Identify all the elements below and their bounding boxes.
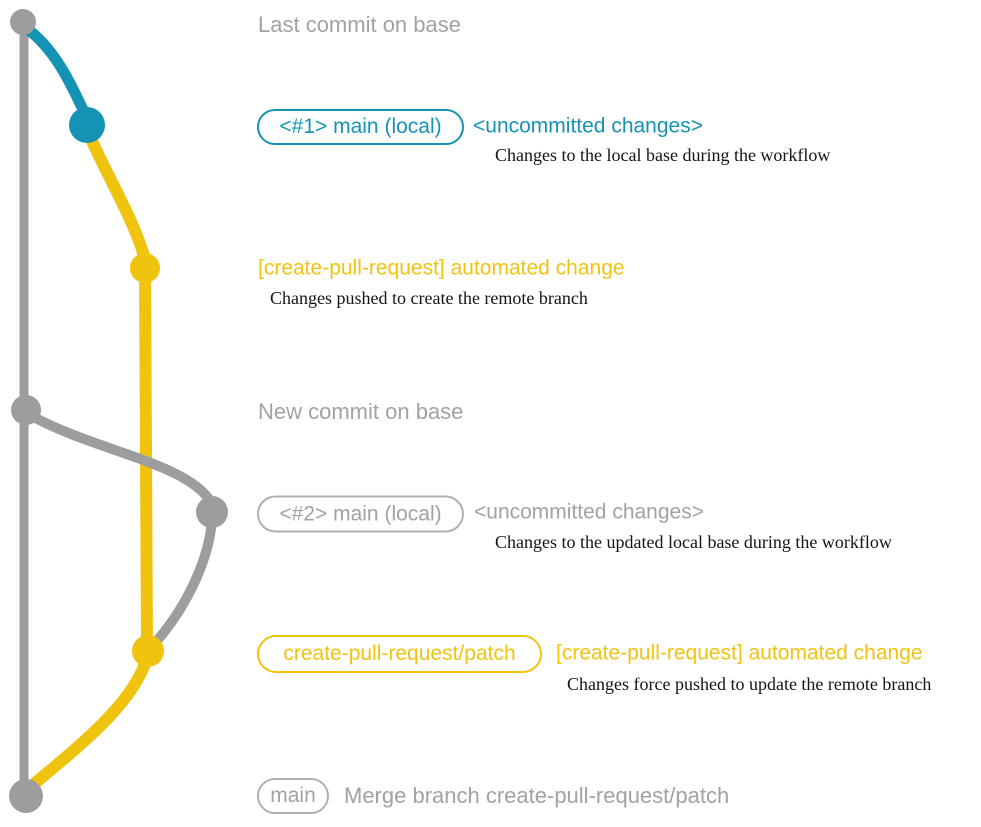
branch-badge-local-2: <#2> main (local) bbox=[257, 495, 464, 533]
commit-dot-local-1 bbox=[69, 107, 105, 143]
base-update-curve-out bbox=[23, 409, 216, 507]
description-local-1: Changes to the local base during the wor… bbox=[495, 145, 831, 166]
local-branch-curve bbox=[20, 22, 92, 122]
description-local-2: Changes to the updated local base during… bbox=[495, 532, 892, 553]
tag-uncommitted-changes-1: <uncommitted changes> bbox=[473, 114, 703, 138]
base-update-curve-merge bbox=[150, 515, 217, 648]
branch-badge-main: main bbox=[257, 778, 329, 814]
commit-dot-local-2 bbox=[196, 496, 228, 528]
branch-badge-local-2-label: <#2> main (local) bbox=[279, 502, 442, 526]
commit-dot-remote-2 bbox=[132, 635, 164, 667]
remote-branch-curve-bottom bbox=[28, 648, 154, 790]
description-remote-1: Changes pushed to create the remote bran… bbox=[270, 288, 588, 309]
annotation-new-commit: New commit on base bbox=[258, 398, 464, 424]
commit-dot-base-tip bbox=[10, 9, 36, 35]
label-automated-change-1: [create-pull-request] automated change bbox=[258, 256, 625, 280]
branch-badge-local-1: <#1> main (local) bbox=[257, 109, 464, 145]
branch-badge-local-1-label: <#1> main (local) bbox=[279, 115, 442, 139]
commit-dot-merge bbox=[9, 779, 43, 813]
branch-badge-remote: create-pull-request/patch bbox=[257, 635, 542, 673]
label-automated-change-2: [create-pull-request] automated change bbox=[556, 641, 923, 665]
branch-badge-main-label: main bbox=[270, 784, 316, 808]
annotation-merge-commit: Merge branch create-pull-request/patch bbox=[344, 782, 730, 808]
description-remote-2: Changes force pushed to update the remot… bbox=[567, 674, 932, 695]
remote-branch-curve-top bbox=[82, 126, 150, 262]
annotation-last-commit: Last commit on base bbox=[258, 11, 461, 37]
tag-uncommitted-changes-2: <uncommitted changes> bbox=[474, 500, 704, 524]
commit-dot-remote-1 bbox=[130, 253, 160, 283]
branch-badge-remote-label: create-pull-request/patch bbox=[283, 642, 516, 666]
commit-dot-base-new bbox=[11, 395, 41, 425]
